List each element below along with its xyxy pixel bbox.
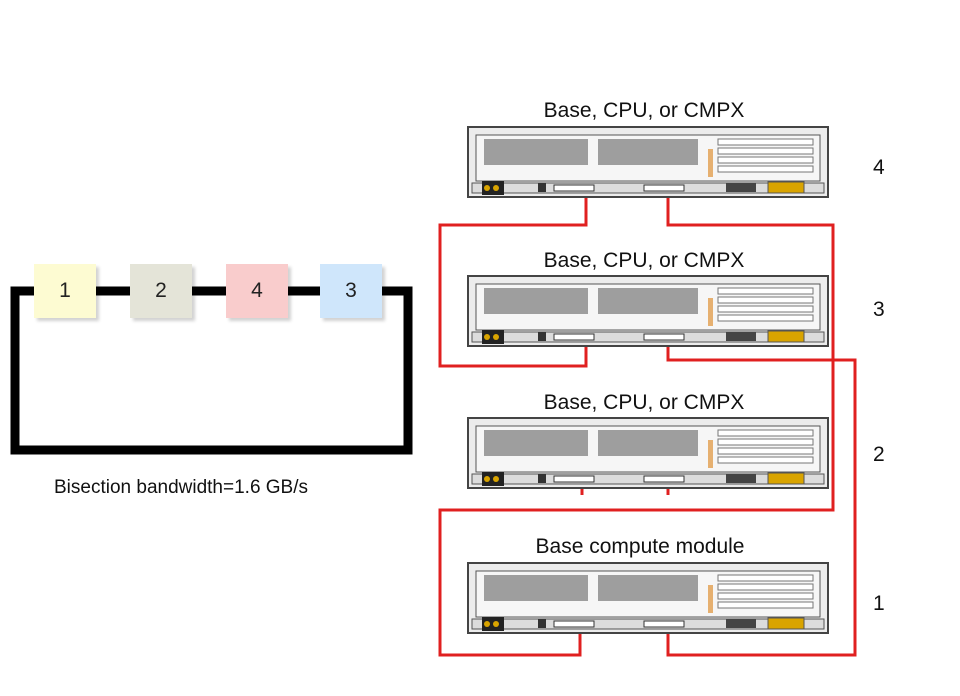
power-button [538, 474, 546, 483]
drive-bay-left [484, 139, 588, 165]
module-title-4: Base, CPU, or CMPX [543, 99, 745, 122]
expansion-slot [717, 305, 814, 313]
led-indicator [484, 334, 490, 340]
divider-strip [708, 440, 713, 468]
expansion-slot [717, 165, 814, 173]
led-indicator [484, 621, 490, 627]
drive-bay-center [598, 288, 698, 314]
led-indicator [493, 476, 499, 482]
module-number-4: 4 [873, 156, 885, 179]
connector-socket [553, 184, 595, 192]
led-indicator [484, 185, 490, 191]
server-module-3 [467, 275, 829, 347]
server-module-1 [467, 562, 829, 634]
module-latch [767, 617, 805, 630]
divider-strip [708, 149, 713, 177]
connector-socket [643, 184, 685, 192]
module-number-3: 3 [873, 298, 885, 321]
connector-socket [643, 620, 685, 628]
ring-node-4: 4 [226, 264, 288, 318]
port-cluster-right [726, 183, 756, 192]
connector-socket [553, 475, 595, 483]
port-cluster-right [726, 619, 756, 628]
cable-4-left [438, 193, 588, 368]
expansion-slot [717, 296, 814, 304]
ring-node-2: 2 [130, 264, 192, 318]
ring-node-1: 1 [34, 264, 96, 318]
drive-bay-left [484, 430, 588, 456]
cable-3-right [666, 342, 857, 657]
led-indicator [493, 334, 499, 340]
divider-strip [708, 298, 713, 326]
module-latch [767, 330, 805, 343]
expansion-slot [717, 574, 814, 582]
expansion-slot [717, 438, 814, 446]
module-title-2: Base, CPU, or CMPX [543, 391, 745, 414]
module-latch [767, 472, 805, 485]
connector-socket [553, 620, 595, 628]
bisection-bandwidth-caption: Bisection bandwidth=1.6 GB/s [54, 477, 309, 498]
server-module-4 [467, 126, 829, 198]
drive-bay-center [598, 575, 698, 601]
power-button [538, 619, 546, 628]
connector-socket [553, 333, 595, 341]
expansion-slot [717, 601, 814, 609]
led-indicator [493, 621, 499, 627]
interconnect-cables [438, 193, 857, 657]
divider-strip [708, 585, 713, 613]
port-cluster-right [726, 474, 756, 483]
expansion-slot [717, 447, 814, 455]
ring-topology [10, 286, 413, 455]
drive-bay-center [598, 430, 698, 456]
connector-socket [643, 333, 685, 341]
expansion-slot [717, 592, 814, 600]
expansion-slot [717, 138, 814, 146]
expansion-slot [717, 583, 814, 591]
cable-4-right [438, 193, 835, 657]
server-module-2 [467, 417, 829, 489]
power-button [538, 183, 546, 192]
led-indicator [484, 476, 490, 482]
power-button [538, 332, 546, 341]
drive-bay-center [598, 139, 698, 165]
expansion-slot [717, 287, 814, 295]
ring-node-3: 3 [320, 264, 382, 318]
drive-bay-left [484, 288, 588, 314]
expansion-slot [717, 456, 814, 464]
module-number-2: 2 [873, 443, 885, 466]
drive-bay-left [484, 575, 588, 601]
expansion-slot [717, 314, 814, 322]
ring-link-loop [10, 286, 413, 455]
port-cluster-right [726, 332, 756, 341]
expansion-slot [717, 156, 814, 164]
expansion-slot [717, 429, 814, 437]
module-latch [767, 181, 805, 194]
module-title-1: Base compute module [535, 535, 745, 558]
led-indicator [493, 185, 499, 191]
module-title-3: Base, CPU, or CMPX [543, 249, 745, 272]
module-number-1: 1 [873, 592, 885, 615]
server-modules [467, 126, 829, 634]
connector-socket [643, 475, 685, 483]
expansion-slot [717, 147, 814, 155]
